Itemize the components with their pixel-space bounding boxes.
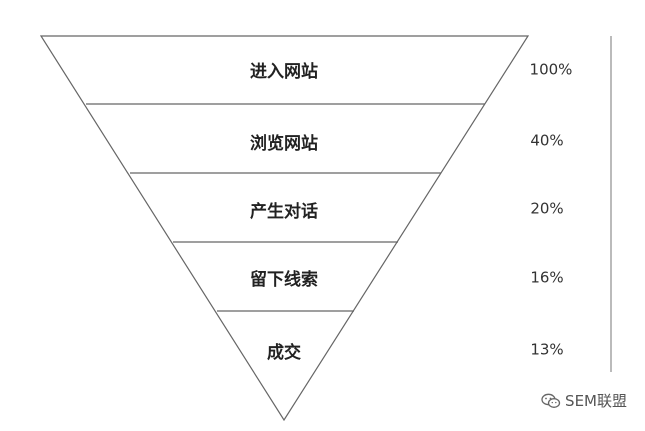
stage-percent-leave-lead: 16% [530,269,563,287]
stage-label-start-chat: 产生对话 [250,201,318,222]
stage-percent-start-chat: 20% [530,200,563,218]
stage-label-deal: 成交 [267,342,301,363]
stage-label-enter-site: 进入网站 [250,61,318,82]
stage-label-browse-site: 浏览网站 [250,133,318,154]
watermark: SEM联盟 [541,390,627,411]
funnel-outline [39,35,530,422]
stage-percent-deal: 13% [530,341,563,359]
stage-percent-enter-site: 100% [530,61,573,79]
stage-percent-browse-site: 40% [530,132,563,150]
watermark-text: SEM联盟 [565,392,627,410]
stage-label-leave-lead: 留下线索 [250,269,318,290]
wechat-icon [541,393,561,408]
